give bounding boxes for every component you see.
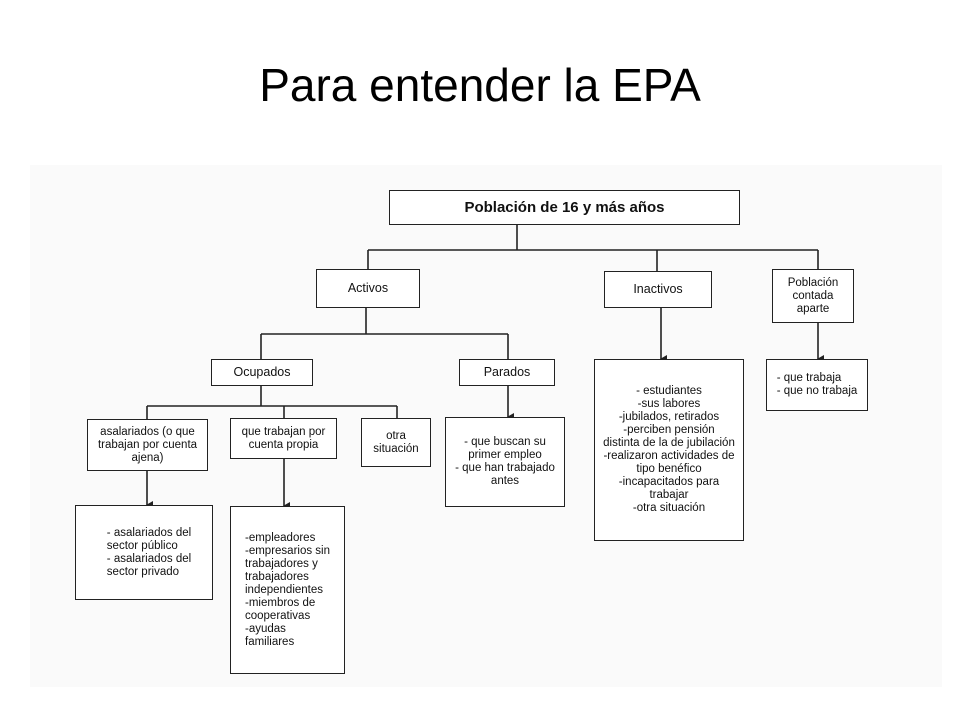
node-otra-situacion: otra situación bbox=[361, 418, 431, 467]
node-parados-detalle: - que buscan su primer empleo - que han … bbox=[445, 417, 565, 507]
node-poblacion-aparte: Población contada aparte bbox=[772, 269, 854, 323]
node-inactivos: Inactivos bbox=[604, 271, 712, 308]
node-parados: Parados bbox=[459, 359, 555, 386]
node-asalariados-detalle: - asalariados del sector público - asala… bbox=[75, 505, 213, 600]
node-poblacion-16: Población de 16 y más años bbox=[389, 190, 740, 225]
slide-title: Para entender la EPA bbox=[259, 59, 701, 111]
node-ocupados: Ocupados bbox=[211, 359, 313, 386]
node-inactivos-detalle: - estudiantes -sus labores -jubilados, r… bbox=[594, 359, 744, 541]
node-asalariados: asalariados (o que trabajan por cuenta a… bbox=[87, 419, 208, 471]
node-cuenta-propia: que trabajan por cuenta propia bbox=[230, 418, 337, 459]
node-activos: Activos bbox=[316, 269, 420, 308]
node-aparte-detalle: - que trabaja - que no trabaja bbox=[766, 359, 868, 411]
node-cuenta-propia-detalle: -empleadores -empresarios sin trabajador… bbox=[230, 506, 345, 674]
